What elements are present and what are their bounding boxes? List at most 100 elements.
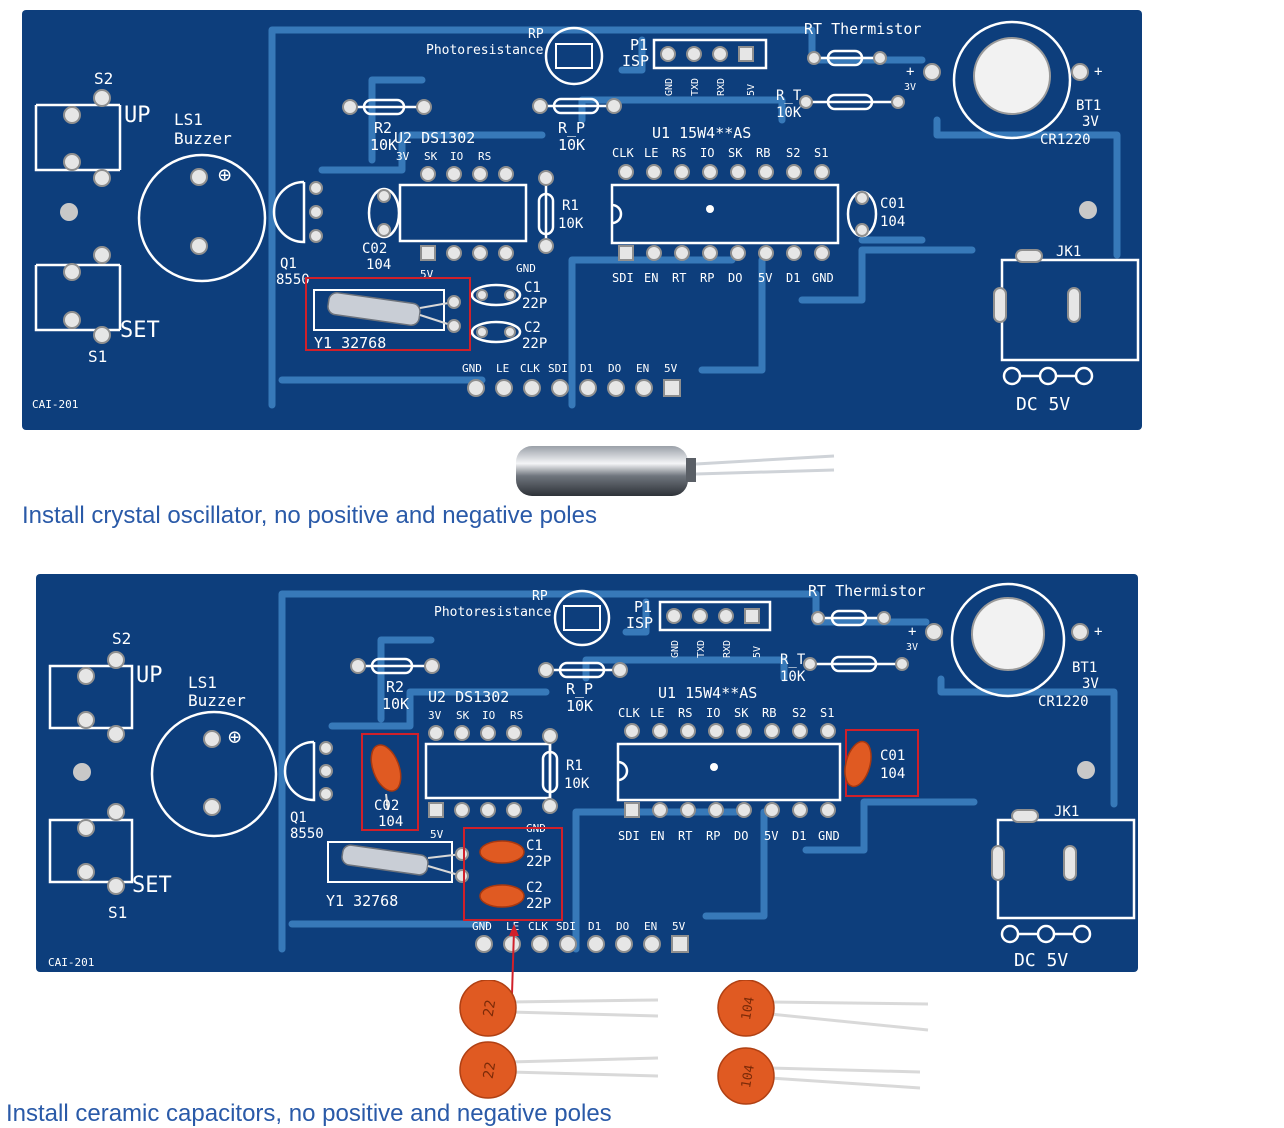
battery-bt1: + 3V + BT1 3V CR1220 bbox=[906, 582, 1102, 710]
label-rt-resistor: R_T bbox=[776, 88, 802, 104]
u2-pin-label: RS bbox=[478, 150, 491, 163]
label-rp: RP bbox=[532, 589, 548, 604]
label-c1: C1 bbox=[526, 838, 543, 854]
pcb-background bbox=[22, 10, 1142, 430]
transistor-q1: Q1 8550 bbox=[272, 180, 323, 288]
label-s1: S1 bbox=[88, 347, 107, 366]
label-dc5v: DC 5V bbox=[1014, 950, 1068, 971]
label-cr1220: CR1220 bbox=[1038, 694, 1089, 710]
mounting-hole bbox=[1079, 201, 1097, 219]
label-isp: ISP bbox=[626, 614, 653, 632]
thermistor-rt: RT Thermistor R_T 10K bbox=[776, 20, 921, 121]
u1-pin-label: D1 bbox=[786, 271, 800, 285]
u1-pin-label: S2 bbox=[792, 706, 806, 720]
u1-pin-label: GND bbox=[818, 829, 840, 843]
label-board-id: CAI-201 bbox=[48, 956, 94, 969]
header-pin-label: 5V bbox=[664, 362, 678, 375]
header-pin-label: SDI bbox=[548, 362, 568, 375]
ic-u1-15w4: U1 15W4**AS CLK LE RS IO SK RB S2 S1 SDI… bbox=[610, 124, 840, 285]
label-p1: P1 bbox=[630, 36, 648, 54]
p1-pin-label: TXD bbox=[696, 640, 707, 658]
u1-pin-label: D1 bbox=[792, 829, 806, 843]
pcb-background bbox=[36, 574, 1138, 972]
label-c2-value: 22P bbox=[522, 336, 547, 352]
u1-pin-label: RB bbox=[756, 146, 770, 160]
label-bt1: BT1 bbox=[1072, 660, 1097, 676]
u2-pin-label: RS bbox=[510, 709, 523, 722]
label-u1: U1 15W4**AS bbox=[652, 124, 751, 142]
u1-pin-label: CLK bbox=[618, 706, 640, 720]
header-pin-label: GND bbox=[462, 362, 482, 375]
crystal-oscillator-part bbox=[516, 446, 835, 496]
u1-pin-label: RS bbox=[678, 706, 692, 720]
label-up: UP bbox=[136, 663, 163, 688]
label-co1-value: 104 bbox=[880, 214, 905, 230]
label-co1: C01 bbox=[880, 748, 905, 764]
label-rt-resistor: R_T bbox=[780, 652, 806, 668]
label-jk1: JK1 bbox=[1056, 244, 1081, 260]
label-s1: S1 bbox=[108, 903, 127, 922]
ceramic-capacitors-parts: 22 22 104 104 bbox=[459, 980, 929, 1105]
capacitors-c1-c2-outline: C1 22P C2 22P bbox=[470, 280, 547, 352]
header-pin-label: DO bbox=[616, 920, 629, 933]
label-bt-3v-small: 3V bbox=[904, 82, 916, 93]
capacitor-104-marking: 104 bbox=[739, 995, 758, 1021]
switch-s1: SET S1 bbox=[34, 246, 160, 366]
ic-u2-ds1302: U2 DS1302 3V SK IO RS 5V GND bbox=[394, 129, 536, 281]
header-pin-label: D1 bbox=[580, 362, 593, 375]
label-co1-value: 104 bbox=[880, 766, 905, 782]
label-u2-5v: 5V bbox=[420, 268, 434, 281]
label-bt1: BT1 bbox=[1076, 98, 1101, 114]
p1-pin-label: GND bbox=[670, 640, 681, 658]
label-q1-value: 8550 bbox=[276, 272, 310, 288]
thermistor-rt: RT Thermistor R_T 10K bbox=[780, 582, 925, 685]
label-r2-value: 10K bbox=[382, 695, 409, 713]
p1-pin-label: 5V bbox=[746, 84, 757, 96]
label-co2-value: 104 bbox=[366, 257, 391, 273]
u1-pin-label: RP bbox=[700, 271, 714, 285]
header-pin-label: CLK bbox=[528, 920, 548, 933]
u1-pin-label: 5V bbox=[758, 271, 772, 285]
u2-pin-label: IO bbox=[450, 150, 463, 163]
label-bt-3v-small: 3V bbox=[906, 642, 918, 653]
header-pin-label: EN bbox=[644, 920, 657, 933]
u1-pin-label: S2 bbox=[786, 146, 800, 160]
header-pin-label: 5V bbox=[672, 920, 686, 933]
label-buzzer: Buzzer bbox=[188, 691, 246, 710]
capacitor-22-marking: 22 bbox=[481, 1061, 500, 1080]
label-s2: S2 bbox=[94, 69, 113, 88]
label-rt-value: 10K bbox=[780, 669, 806, 685]
battery-bt1: + 3V + BT1 3V CR1220 bbox=[904, 20, 1102, 148]
pcb-board-bottom: S2 UP SET S1 LS1 Buzzer ⊕ Q1 8550 R2 10K bbox=[36, 574, 1138, 972]
u1-pin-label: IO bbox=[706, 706, 720, 720]
resistor-r1: R1 10K bbox=[541, 728, 590, 814]
caption-crystal: Install crystal oscillator, no positive … bbox=[22, 502, 597, 529]
u1-pin-label: SDI bbox=[612, 271, 634, 285]
label-co2: C02 bbox=[374, 798, 399, 814]
label-q1: Q1 bbox=[280, 256, 297, 272]
dc-jack-jk1: JK1 DC 5V bbox=[991, 804, 1136, 971]
switch-s2: S2 UP bbox=[48, 629, 163, 743]
u1-pin-label: GND bbox=[812, 271, 834, 285]
buzzer-ls1: LS1 Buzzer ⊕ bbox=[137, 110, 267, 283]
label-p1: P1 bbox=[634, 598, 652, 616]
label-buzzer-plus: ⊕ bbox=[228, 725, 241, 750]
u1-pin-label: DO bbox=[734, 829, 748, 843]
switch-s2: S2 UP bbox=[34, 69, 151, 187]
mounting-hole bbox=[1077, 761, 1095, 779]
label-rt-value: 10K bbox=[776, 105, 802, 121]
label-rp-value: 10K bbox=[558, 136, 585, 154]
label-r2: R2 bbox=[386, 678, 404, 696]
u1-pin-label: EN bbox=[644, 271, 658, 285]
resistor-r2: R2 10K bbox=[342, 98, 432, 154]
mounting-hole bbox=[60, 203, 78, 221]
capacitor-co1-outline: C01 104 bbox=[846, 190, 905, 238]
label-rp-resistor: R_P bbox=[558, 119, 585, 137]
label-set: SET bbox=[120, 318, 160, 343]
label-bt-plus-right: + bbox=[1094, 624, 1102, 640]
u2-pin-label: IO bbox=[482, 709, 495, 722]
resistor-r2: R2 10K bbox=[350, 657, 440, 713]
label-up: UP bbox=[124, 103, 151, 128]
capacitor-22-part: 22 bbox=[459, 980, 659, 1037]
u1-pin-label: SK bbox=[734, 706, 749, 720]
